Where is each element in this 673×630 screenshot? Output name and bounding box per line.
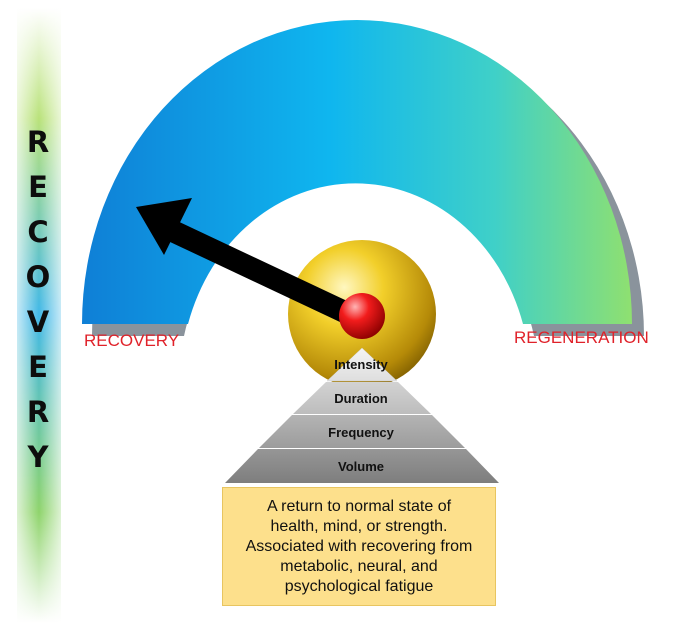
pyramid-label-frequency: Frequency: [328, 425, 395, 440]
side-word-letter: E: [28, 170, 48, 204]
gauge-left-label: RECOVERY: [84, 331, 179, 350]
gauge-needle: [136, 198, 356, 325]
side-word-letter: V: [27, 305, 50, 339]
side-word-letter: R: [27, 395, 49, 429]
gauge-pivot: [339, 293, 385, 339]
pyramid-tier-intensity: [326, 347, 398, 382]
side-word: RECOVERY: [26, 125, 51, 474]
side-bar: [17, 8, 61, 623]
pyramid-label-intensity: Intensity: [334, 357, 388, 372]
gauge-right-label: REGENERATION: [514, 328, 649, 347]
description-line: Associated with recovering from: [245, 537, 473, 555]
description-line: A return to normal state of: [266, 497, 452, 515]
description-box: A return to normal state of health, mind…: [222, 487, 496, 606]
pyramid-label-duration: Duration: [334, 391, 388, 406]
description-line: psychological fatigue: [284, 577, 434, 595]
pyramid-tier-frequency: [259, 415, 465, 448]
description-text: A return to normal state of health, mind…: [246, 497, 473, 597]
side-word-letter: O: [26, 260, 51, 294]
pyramid-tier-volume: [225, 449, 499, 483]
side-word-letter: Y: [27, 440, 50, 474]
side-word-letter: C: [27, 215, 48, 249]
pyramid-label-volume: Volume: [338, 459, 384, 474]
description-line: metabolic, neural, and: [280, 557, 438, 575]
description-line: health, mind, or strength.: [270, 517, 448, 535]
pyramid: Intensity Duration Frequency Volume: [225, 347, 499, 483]
pyramid-tier-duration: [293, 382, 431, 414]
side-word-letter: R: [27, 125, 49, 159]
side-word-letter: E: [28, 350, 48, 384]
